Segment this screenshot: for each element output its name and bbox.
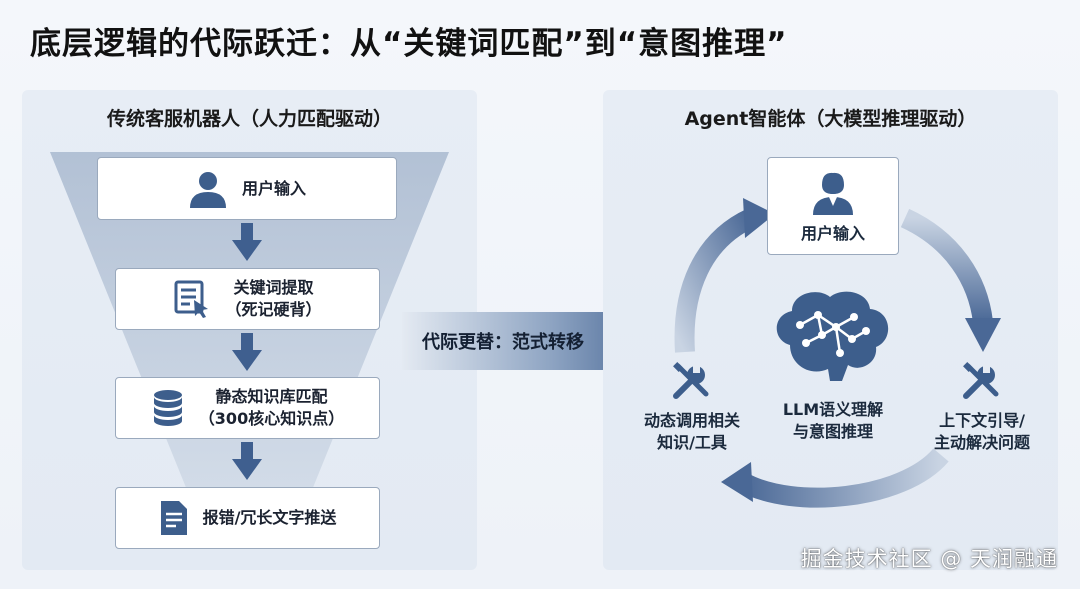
step-error-push: 报错/冗长文字推送 [115,487,380,549]
tools-icon [963,362,999,399]
down-arrow [232,333,262,371]
step-user-input: 用户输入 [97,157,397,220]
step-static-kb-match: 静态知识库匹配 （300核心知识点） [115,377,380,439]
paradigm-shift-arrow [402,282,670,400]
step-label: 用户输入 [241,178,306,198]
paradigm-shift-label: 代际更替：范式转移 [422,332,584,353]
brain-network-icon [776,291,889,381]
user-input-label: 用户输入 [800,224,865,243]
document-cursor-icon [173,279,211,319]
cycle-arrows [674,198,1001,508]
dynamic-call-label: 动态调用相关 知识/工具 [643,411,740,452]
tools-icon [673,362,709,399]
left-panel-title: 传统客服机器人（人力匹配驱动） [106,108,392,130]
down-arrow [232,223,262,261]
user-icon [810,170,856,220]
watermark: 掘金技术社区 @ 天润融通 [800,547,1058,571]
step-keyword-extract: 关键词提取 （死记硬背） [115,268,380,330]
database-icon [151,388,185,428]
agent-user-input: 用户输入 [767,157,899,255]
step-label: 静态知识库匹配 （300核心知识点） [198,387,345,428]
llm-reasoning-label: LLM语义理解 与意图推理 [782,400,884,441]
step-label: 报错/冗长文字推送 [202,508,337,528]
page-title: 底层逻辑的代际跃迁：从“关键词匹配”到“意图推理” [30,26,788,62]
down-arrow [232,442,262,480]
user-icon [188,169,228,209]
step-label: 关键词提取 （死记硬背） [225,278,322,319]
document-icon [159,499,189,537]
context-guide-label: 上下文引导/ 主动解决问题 [933,411,1030,452]
right-panel-title: Agent智能体（大模型推理驱动） [684,108,977,130]
